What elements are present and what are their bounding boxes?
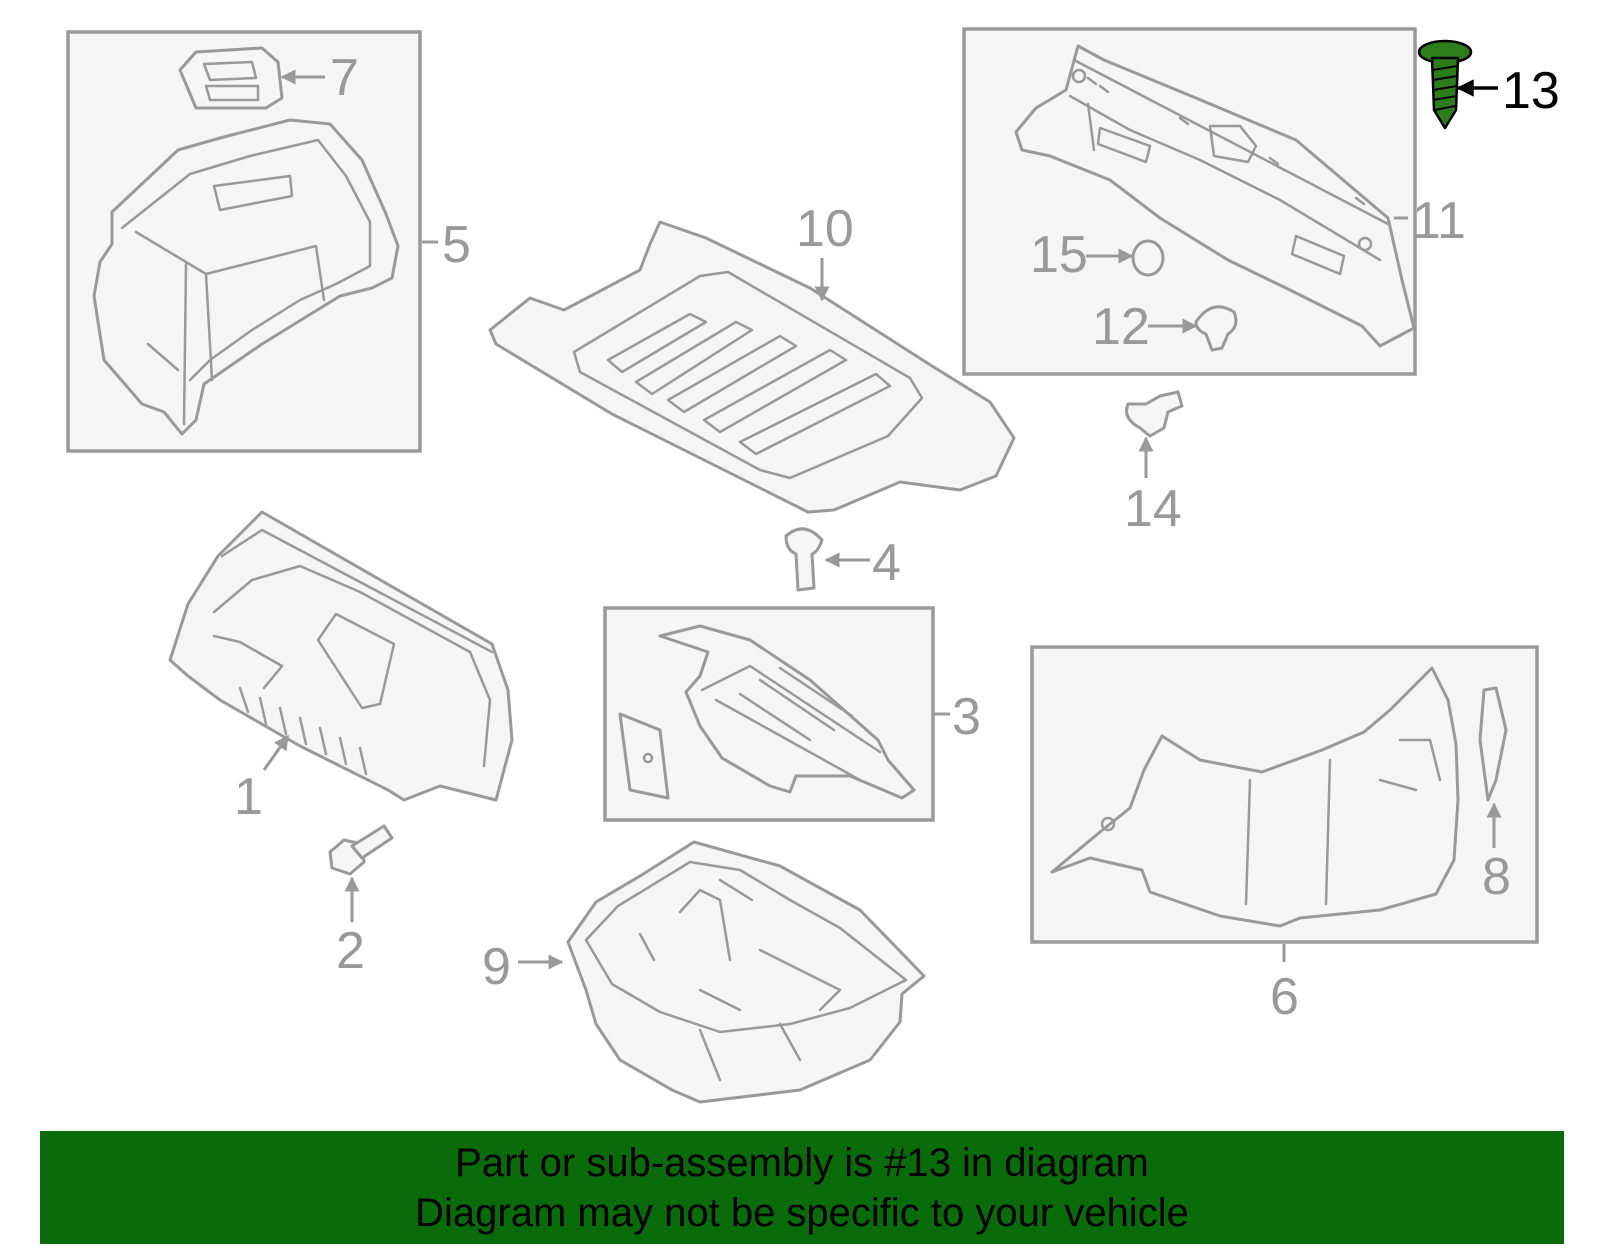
callout-11: 11 xyxy=(1412,192,1466,250)
group-11-box: 11 15 12 xyxy=(962,27,1466,376)
part-5-quarter-trim[interactable] xyxy=(92,118,400,436)
part-15-grommet[interactable] xyxy=(1131,239,1165,277)
part-3-bracket[interactable] xyxy=(618,712,670,800)
callout-6: 6 xyxy=(1270,968,1299,1026)
banner-line-1: Part or sub-assembly is #13 in diagram xyxy=(455,1140,1149,1185)
callout-15: 15 xyxy=(1030,226,1088,284)
part-13-screw-highlighted[interactable] xyxy=(1417,39,1473,130)
part-2-bolt[interactable] xyxy=(328,824,394,876)
part-4-clip[interactable] xyxy=(784,527,824,592)
callout-14: 14 xyxy=(1124,480,1182,538)
callout-13: 13 xyxy=(1502,62,1560,120)
info-banner: Part or sub-assembly is #13 in diagram D… xyxy=(40,1131,1564,1244)
callout-12: 12 xyxy=(1092,298,1150,356)
part-9-storage-tub[interactable] xyxy=(566,840,926,1104)
part-14-push-pin[interactable] xyxy=(1125,390,1184,438)
part-10-load-floor[interactable] xyxy=(488,220,1016,514)
callout-8: 8 xyxy=(1482,848,1511,906)
callout-9: 9 xyxy=(482,938,511,996)
callout-5: 5 xyxy=(442,216,471,274)
callout-10: 10 xyxy=(796,200,854,258)
callout-7: 7 xyxy=(330,49,359,107)
part-11-rear-panel-trim[interactable] xyxy=(1014,44,1416,348)
part-12-push-pin[interactable] xyxy=(1194,305,1238,352)
part-8-clip[interactable] xyxy=(1478,686,1508,802)
group-5-box: 7 5 xyxy=(66,30,471,453)
part-7-clip[interactable] xyxy=(178,46,284,110)
part-1-back-panel-trim[interactable] xyxy=(168,510,514,802)
banner-line-2: Diagram may not be specific to your vehi… xyxy=(415,1190,1189,1235)
callout-4: 4 xyxy=(872,534,901,592)
group-3-box: 3 xyxy=(603,606,981,822)
arrow-1 xyxy=(262,734,290,771)
callout-2: 2 xyxy=(336,922,365,980)
callout-1: 1 xyxy=(234,768,263,826)
part-3-floor-support[interactable] xyxy=(658,624,916,800)
part-6-side-trim[interactable] xyxy=(1050,666,1460,928)
group-6-box: 8 6 xyxy=(1030,645,1539,1026)
callout-3: 3 xyxy=(952,688,981,746)
